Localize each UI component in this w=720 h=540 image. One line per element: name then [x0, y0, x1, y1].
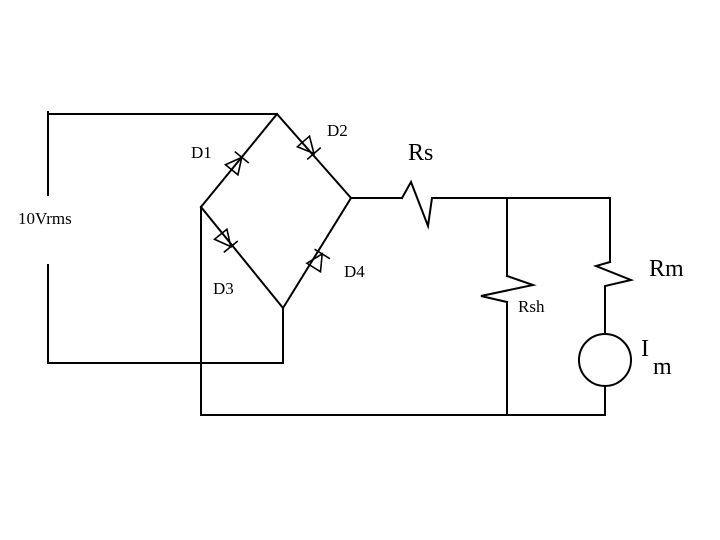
label-rm: Rm [649, 256, 684, 282]
label-rs: Rs [408, 140, 433, 166]
label-im-sub: m [653, 354, 672, 380]
resistor-rsh [480, 274, 537, 304]
label-d2: D2 [327, 121, 348, 140]
label-d3: D3 [213, 279, 234, 298]
resistor-rs [400, 179, 434, 230]
bridge-edge-d3 [199, 205, 285, 310]
bridge-edge-d1 [199, 112, 279, 209]
bridge-edge-d4 [281, 196, 353, 310]
label-d1: D1 [191, 143, 212, 162]
ammeter-im [578, 333, 632, 387]
diode-d3 [212, 227, 239, 253]
bottom-return-wire [200, 206, 606, 416]
source-wire-top [47, 111, 278, 115]
diode-d1 [223, 151, 250, 177]
source-wire-bottom [47, 307, 284, 364]
label-im-main: I [641, 336, 649, 362]
label-rsh: Rsh [518, 297, 545, 316]
bridge-edge-d2 [275, 112, 353, 200]
diode-d2 [295, 134, 322, 161]
diode-d4 [305, 248, 331, 274]
source-label: 10Vrms [18, 209, 72, 228]
resistor-rm [592, 260, 635, 333]
label-d4: D4 [344, 262, 365, 281]
